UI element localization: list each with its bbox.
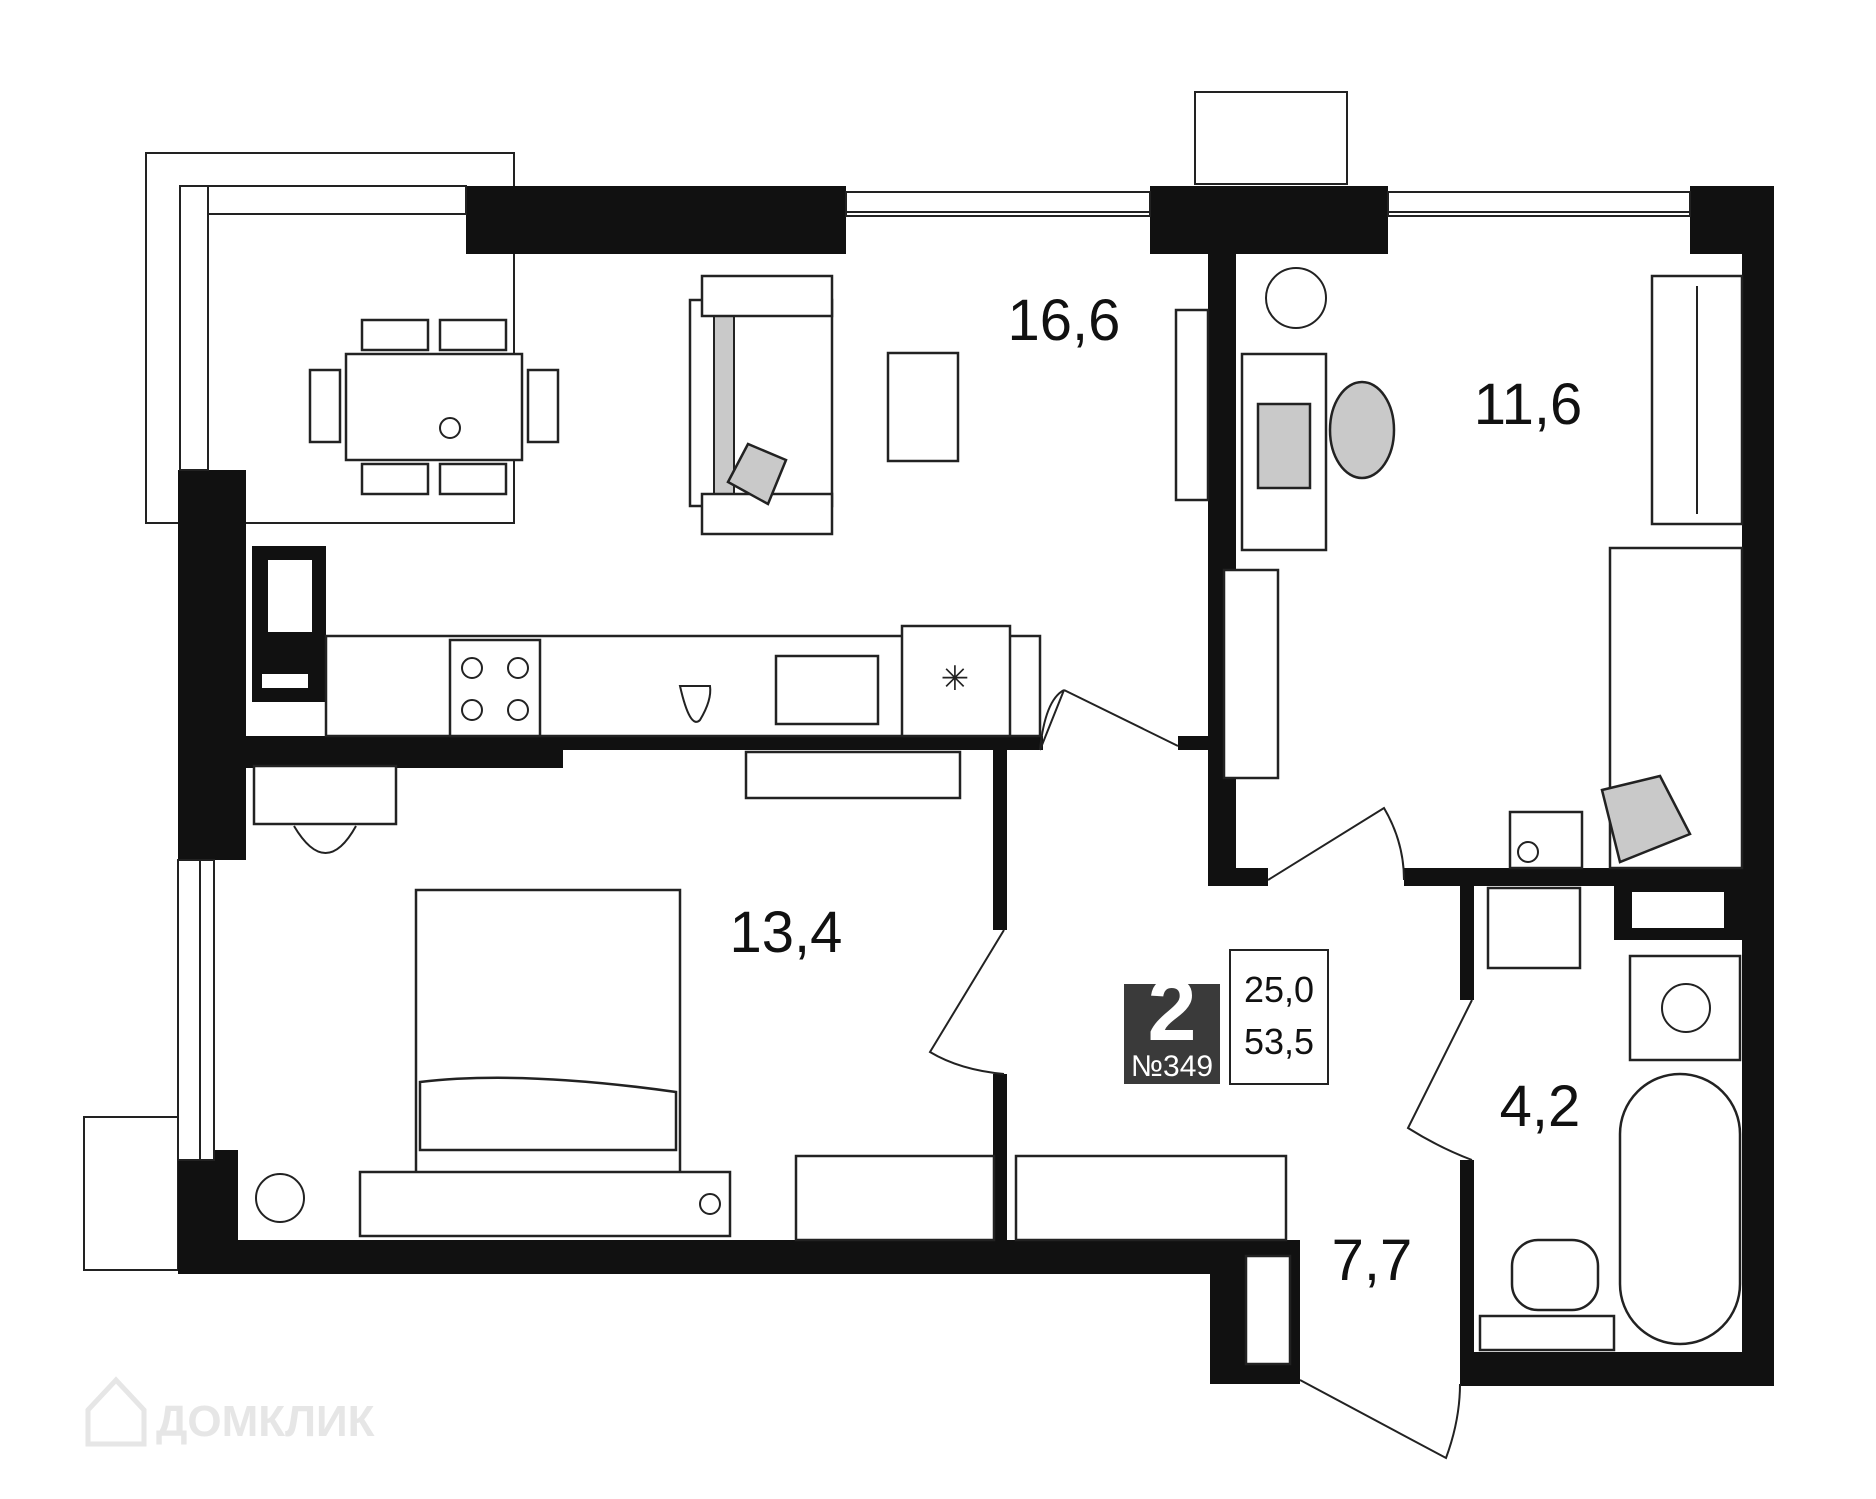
closet-inner [1632, 892, 1724, 928]
bedroom1-furniture [252, 750, 962, 1238]
coffee-table [886, 351, 960, 463]
dining-table [308, 318, 560, 496]
sofa [688, 274, 834, 536]
area-label-hall: 7,7 [1332, 1228, 1413, 1293]
watermark-text: ДОМКЛИК [156, 1397, 375, 1446]
balcony-top-left [145, 152, 515, 524]
area-label-bedroom2: 11,6 [1474, 372, 1583, 437]
badge-light [1229, 949, 1329, 1085]
area-label-living: 16,6 [1008, 288, 1121, 353]
area-label-bath: 4,2 [1500, 1074, 1581, 1139]
watermark: ДОМКЛИК [85, 1376, 375, 1447]
tv-stand [1174, 308, 1210, 502]
home-icon [85, 1376, 147, 1447]
walls [178, 186, 1774, 1386]
bathroom-fixtures [1244, 886, 1742, 1366]
area-label-bedroom1: 13,4 [730, 900, 843, 965]
niche-shelf [262, 674, 308, 688]
apartment-badge: 2 №349 25,0 53,5 [1124, 949, 1329, 1085]
windows [177, 185, 1691, 1161]
radiators [794, 1154, 1288, 1242]
badge-dark [1124, 984, 1220, 1084]
svg-text:✳: ✳ [941, 659, 970, 699]
bedroom2-furniture [1222, 267, 1744, 870]
niche-inner [268, 560, 312, 632]
apartment-number: №349 [1131, 1050, 1213, 1083]
kitchen: ✳ [324, 624, 1042, 738]
balcony-top-right [1194, 91, 1348, 185]
total-area: 53,5 [1244, 1021, 1314, 1062]
rooms-count: 2 [1148, 960, 1197, 1059]
doors [928, 689, 1473, 1460]
living-area: 25,0 [1244, 969, 1314, 1010]
